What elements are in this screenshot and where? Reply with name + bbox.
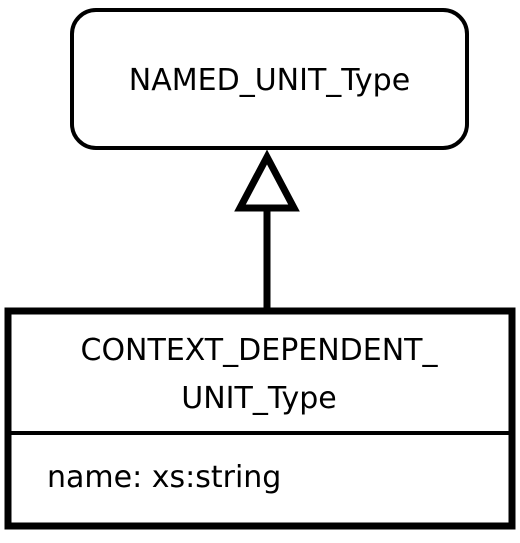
parent-class-box (70, 8, 469, 150)
parent-class-name: NAMED_UNIT_Type (128, 63, 411, 98)
child-class-box (4, 307, 516, 530)
child-class-name-line2: UNIT_Type (181, 381, 337, 416)
child-class-name-line1: CONTEXT_DEPENDENT_ (80, 333, 438, 368)
generalization-arrowhead (234, 149, 300, 212)
attribute-name: name: xs:string (47, 460, 282, 495)
